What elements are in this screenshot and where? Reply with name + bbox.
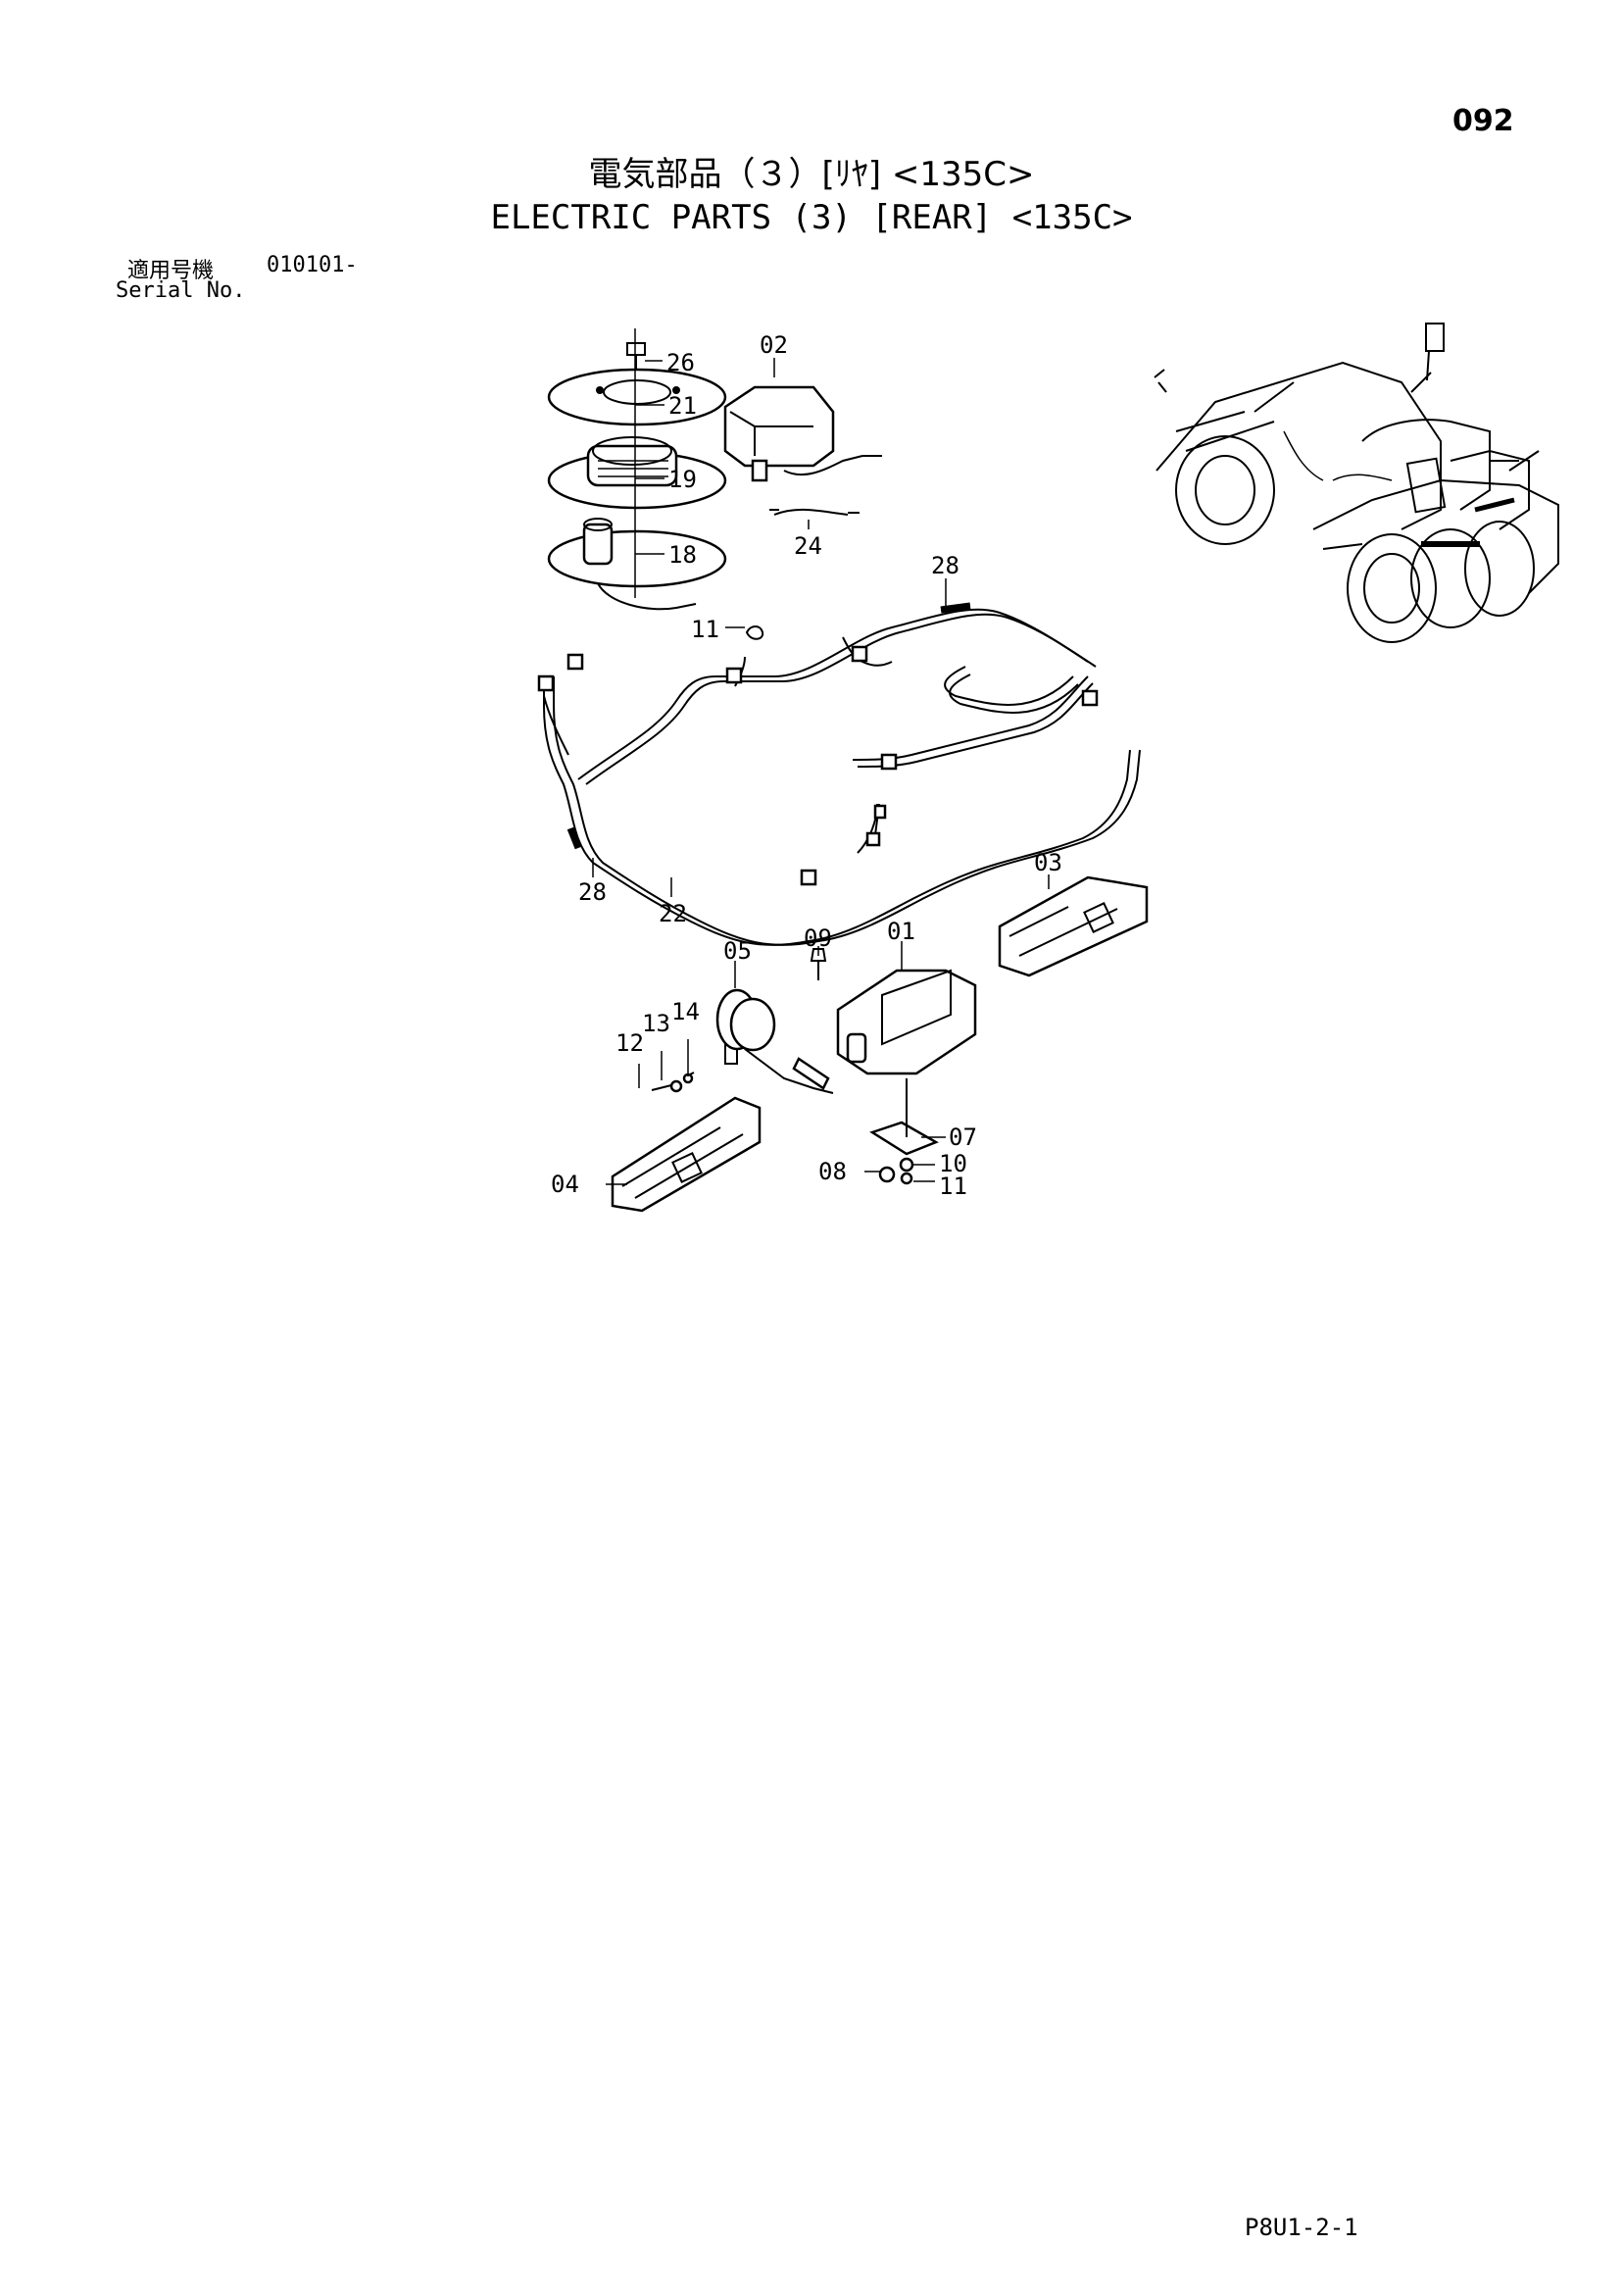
callout-19: 19 bbox=[668, 466, 697, 493]
callout-11-harness: 11 bbox=[691, 616, 719, 643]
callout-28-top: 28 bbox=[931, 552, 959, 579]
callout-05: 05 bbox=[723, 937, 752, 965]
callout-22: 22 bbox=[659, 900, 687, 927]
callout-28-left: 28 bbox=[578, 878, 607, 906]
horn-assembly bbox=[651, 988, 834, 1094]
page-number: 092 bbox=[1452, 104, 1514, 138]
page-title-japanese: 電気部品（３）[ﾘﾔ] <135C> bbox=[588, 155, 1035, 194]
callout-26: 26 bbox=[666, 349, 695, 376]
callout-04: 04 bbox=[551, 1171, 579, 1198]
rear-combination-lamp-left bbox=[611, 1096, 762, 1213]
callout-03: 03 bbox=[1034, 849, 1062, 876]
callout-09: 09 bbox=[804, 924, 832, 952]
footer-document-code: P8U1-2-1 bbox=[1245, 2214, 1358, 2241]
work-light-assembly bbox=[810, 948, 977, 1185]
wire-harness bbox=[537, 602, 1141, 946]
serial-label-japanese: 適用号機 bbox=[127, 259, 215, 283]
callout-13: 13 bbox=[642, 1010, 670, 1037]
callout-08: 08 bbox=[818, 1158, 847, 1185]
rear-combination-lamp-right bbox=[998, 875, 1149, 977]
warning-lamp-assembly bbox=[723, 385, 882, 516]
callout-leaders bbox=[592, 358, 1050, 1185]
callout-02: 02 bbox=[760, 331, 788, 359]
machine-overview-illustration bbox=[1154, 323, 1559, 643]
callout-24: 24 bbox=[794, 532, 822, 560]
callout-21: 21 bbox=[668, 392, 697, 420]
page-title-english: ELECTRIC PARTS (3) [REAR] <135C> bbox=[490, 198, 1133, 237]
callout-12: 12 bbox=[615, 1029, 644, 1057]
serial-number-value: 010101- bbox=[267, 253, 358, 277]
callout-14: 14 bbox=[671, 998, 700, 1025]
callout-07: 07 bbox=[949, 1123, 977, 1151]
beacon-mount-assembly bbox=[547, 328, 727, 611]
callout-11-hardware: 11 bbox=[939, 1173, 967, 1200]
serial-label-english: Serial No. bbox=[116, 278, 246, 303]
callout-18: 18 bbox=[668, 541, 697, 569]
callout-10: 10 bbox=[939, 1150, 967, 1177]
callout-01: 01 bbox=[887, 918, 915, 945]
